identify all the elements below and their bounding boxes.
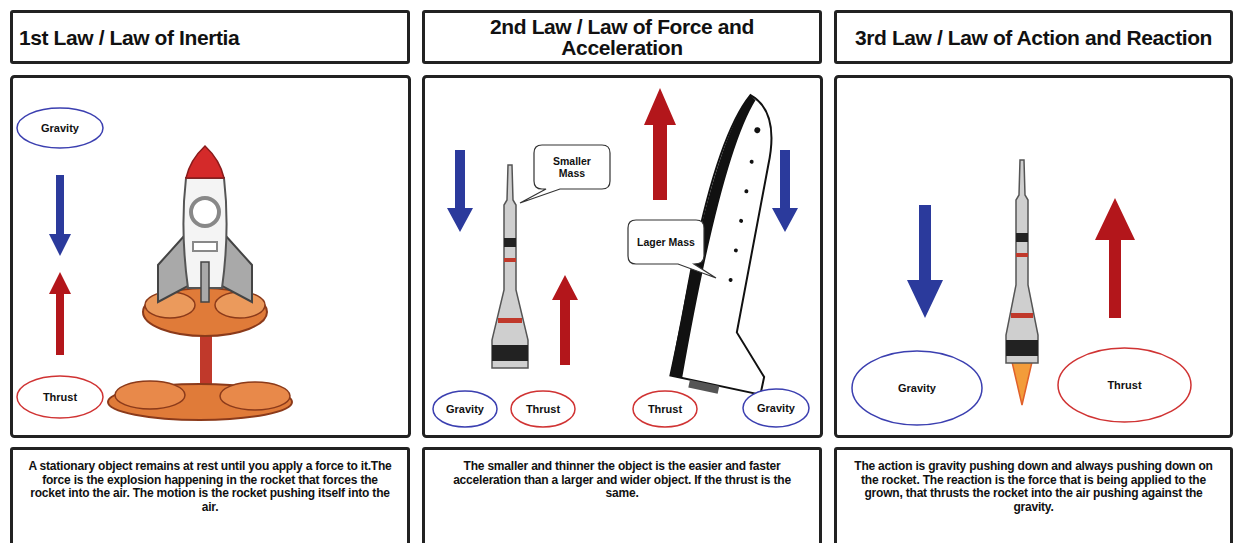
- thrust-arrow: [1095, 198, 1135, 318]
- flying-rocket: [1006, 160, 1038, 363]
- oval-shape: [633, 391, 697, 427]
- rocket-band: [504, 258, 516, 262]
- rocket-band: [1016, 233, 1028, 242]
- force-oval: Gravity: [432, 390, 498, 428]
- rocket-launch: [108, 146, 292, 420]
- rocket-band: [492, 345, 528, 361]
- panel-frame: [836, 77, 1232, 437]
- law-title: 1st Law / Law of Inertia: [19, 27, 401, 48]
- force-label: Thrust: [526, 403, 560, 415]
- shuttle-engine: [688, 380, 719, 394]
- force-oval: Thrust: [510, 390, 576, 428]
- force-oval: Gravity: [16, 107, 104, 149]
- caption-box: The action is gravity pushing down and a…: [834, 447, 1233, 543]
- caption-box: The smaller and thinner the object is th…: [422, 447, 822, 543]
- thrust-arrow: [552, 275, 578, 365]
- force-oval: Thrust: [1057, 347, 1192, 423]
- panel-frame: [424, 77, 822, 437]
- gravity-arrow: [49, 175, 71, 256]
- oval-shape: [743, 389, 809, 427]
- rocket-body: [1006, 160, 1038, 363]
- rocket-body: [492, 165, 528, 368]
- force-label: Gravity: [757, 402, 795, 414]
- bubble-shape: [520, 145, 610, 203]
- explosion-cloud: [115, 381, 185, 409]
- shuttle-window: [744, 189, 749, 194]
- rocket-slot: [193, 242, 217, 251]
- rocket-band: [1011, 313, 1033, 318]
- force-label: Gravity: [446, 403, 484, 415]
- caption-text: The smaller and thinner the object is th…: [437, 460, 807, 501]
- rocket-fin: [201, 262, 209, 302]
- rocket-flame: [1012, 362, 1032, 405]
- force-label: Thrust: [648, 403, 682, 415]
- force-oval: Gravity: [742, 388, 810, 428]
- gravity-arrow: [772, 150, 798, 232]
- law-title: 2nd Law / Law of Force and Acceleration: [431, 16, 813, 58]
- small-rocket: [492, 165, 528, 368]
- force-label: Gravity: [41, 122, 79, 134]
- force-label: Gravity: [898, 382, 936, 394]
- thrust-arrow: [644, 88, 676, 200]
- panel-frame: [12, 77, 410, 437]
- rocket-band: [498, 318, 522, 323]
- thrust-arrow: [49, 272, 71, 355]
- oval-shape: [1058, 348, 1191, 422]
- force-oval: Gravity: [851, 350, 983, 426]
- force-label: Thrust: [43, 391, 77, 403]
- force-oval: Thrust: [632, 390, 698, 428]
- law-title-box: 3rd Law / Law of Action and Reaction: [834, 10, 1233, 64]
- bubble-shape: [628, 220, 716, 278]
- rocket-band: [1016, 253, 1028, 257]
- gravity-arrow: [907, 205, 943, 318]
- oval-shape: [17, 376, 103, 418]
- oval-shape: [852, 351, 982, 425]
- speech-bubble: Lager Mass: [628, 220, 704, 264]
- bubble-label: Lager Mass: [635, 236, 697, 248]
- speech-bubble: Smaller Mass: [534, 145, 610, 189]
- law-title: 3rd Law / Law of Action and Reaction: [843, 27, 1224, 48]
- rocket-band: [504, 238, 516, 247]
- shuttle-window: [749, 159, 754, 164]
- law-title-box: 1st Law / Law of Inertia: [10, 10, 410, 64]
- force-oval: Thrust: [16, 375, 104, 419]
- law-title-box: 2nd Law / Law of Force and Acceleration: [422, 10, 822, 64]
- rocket-nose: [186, 146, 224, 178]
- rocket-window: [191, 198, 219, 226]
- shuttle-window: [733, 248, 738, 253]
- rocket-band: [1006, 340, 1038, 356]
- oval-shape: [17, 108, 103, 148]
- shuttle-window: [728, 278, 733, 283]
- bubble-label: Smaller Mass: [541, 155, 603, 179]
- shuttle-window: [754, 127, 761, 134]
- oval-shape: [433, 391, 497, 427]
- gravity-arrow: [447, 150, 473, 232]
- caption-text: The action is gravity pushing down and a…: [849, 460, 1218, 514]
- oval-shape: [511, 391, 575, 427]
- caption-box: A stationary object remains at rest unti…: [10, 447, 410, 543]
- caption-text: A stationary object remains at rest unti…: [25, 460, 395, 514]
- shuttle-window: [739, 218, 744, 223]
- force-label: Thrust: [1107, 379, 1141, 391]
- explosion-cloud: [220, 382, 290, 410]
